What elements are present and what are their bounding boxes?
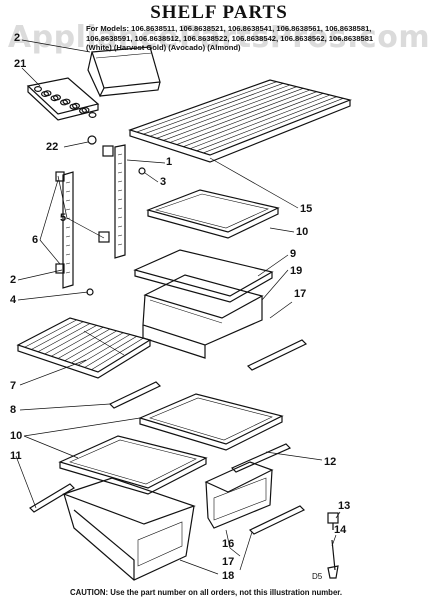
part-crisper-cover: [133, 249, 274, 303]
callout-6: 6: [32, 234, 39, 246]
callout-14: 14: [334, 524, 347, 536]
callout-18: 18: [222, 570, 235, 582]
ice-tray-cell: [59, 99, 68, 106]
callout-4: 4: [10, 294, 17, 306]
part-screw-22: [63, 135, 97, 148]
ice-tray-cell: [50, 95, 59, 102]
part-trim-strip-11: [29, 483, 75, 513]
part-trim-strip-bottom: [248, 505, 306, 535]
part-glass-shelf-lower-right: [138, 393, 284, 451]
part-clip-13: [327, 512, 339, 530]
part-trim-strip-12: [230, 443, 292, 473]
callout-17-bottom: 17: [222, 556, 235, 568]
callout-12: 12: [324, 456, 337, 468]
callout-15: 15: [300, 203, 313, 215]
ice-tray-cell: [78, 107, 87, 114]
part-crisper-drawer-lower-right: [204, 461, 274, 529]
part-pin-14: [327, 539, 339, 579]
callout-1: 1: [166, 156, 173, 168]
callout-11: 11: [10, 450, 22, 462]
part-glass-shelf-lower-left: [58, 435, 208, 495]
ice-tray-cell: [33, 85, 42, 92]
callout-21: 21: [14, 58, 27, 70]
part-glass-shelf-right: [146, 189, 280, 239]
callout-8: 8: [10, 404, 17, 416]
leader-lines: [15, 39, 341, 575]
part-ice-tray: [26, 77, 100, 121]
callout-10-left: 10: [10, 430, 23, 442]
callout-7: 7: [10, 380, 17, 392]
diagram-title: SHELF PARTS: [150, 2, 288, 23]
part-shelf-rail-right: [114, 144, 126, 259]
part-trim-strip-8: [108, 381, 162, 409]
callout-22: 22: [46, 141, 59, 153]
ice-tray-cell: [40, 90, 49, 97]
callout-9: 9: [290, 248, 297, 260]
model-line-3: (White) (Harvest Gold) (Avocado) (Almond…: [86, 43, 241, 52]
part-crisper-drawer-lower-left: [62, 477, 196, 581]
ice-tray-cell: [88, 111, 97, 118]
callout-17-right: 17: [294, 288, 307, 300]
model-line-1: For Models: 106.8638511, 106.8638521, 10…: [86, 24, 372, 33]
part-brackets-5: [55, 145, 146, 296]
callout-10-right: 10: [296, 226, 309, 238]
callout-16: 16: [222, 538, 235, 550]
model-list: For Models: 106.8638511, 106.8638521, 10…: [86, 24, 436, 53]
callout-2-top: 2: [14, 32, 21, 44]
diagram-code: D5: [312, 572, 323, 581]
ice-tray-cell: [69, 103, 78, 110]
callout-19: 19: [290, 265, 303, 277]
part-crisper-drawer-upper: [142, 274, 264, 359]
caution-note: CAUTION: Use the part number on all orde…: [70, 588, 343, 597]
callout-5: 5: [60, 212, 67, 224]
model-line-2: 106.8638591, 106.8638512, 106.8638522, 1…: [86, 33, 374, 43]
part-door-bin-top: [87, 46, 161, 98]
part-trim-strip-right: [246, 339, 308, 371]
callout-2-mid: 2: [10, 274, 17, 286]
callout-13: 13: [338, 500, 351, 512]
part-wire-shelf-top: [128, 79, 352, 163]
part-shelf-rail-left: [62, 171, 74, 289]
callout-3: 3: [160, 176, 167, 188]
part-wire-shelf-left: [16, 317, 152, 379]
